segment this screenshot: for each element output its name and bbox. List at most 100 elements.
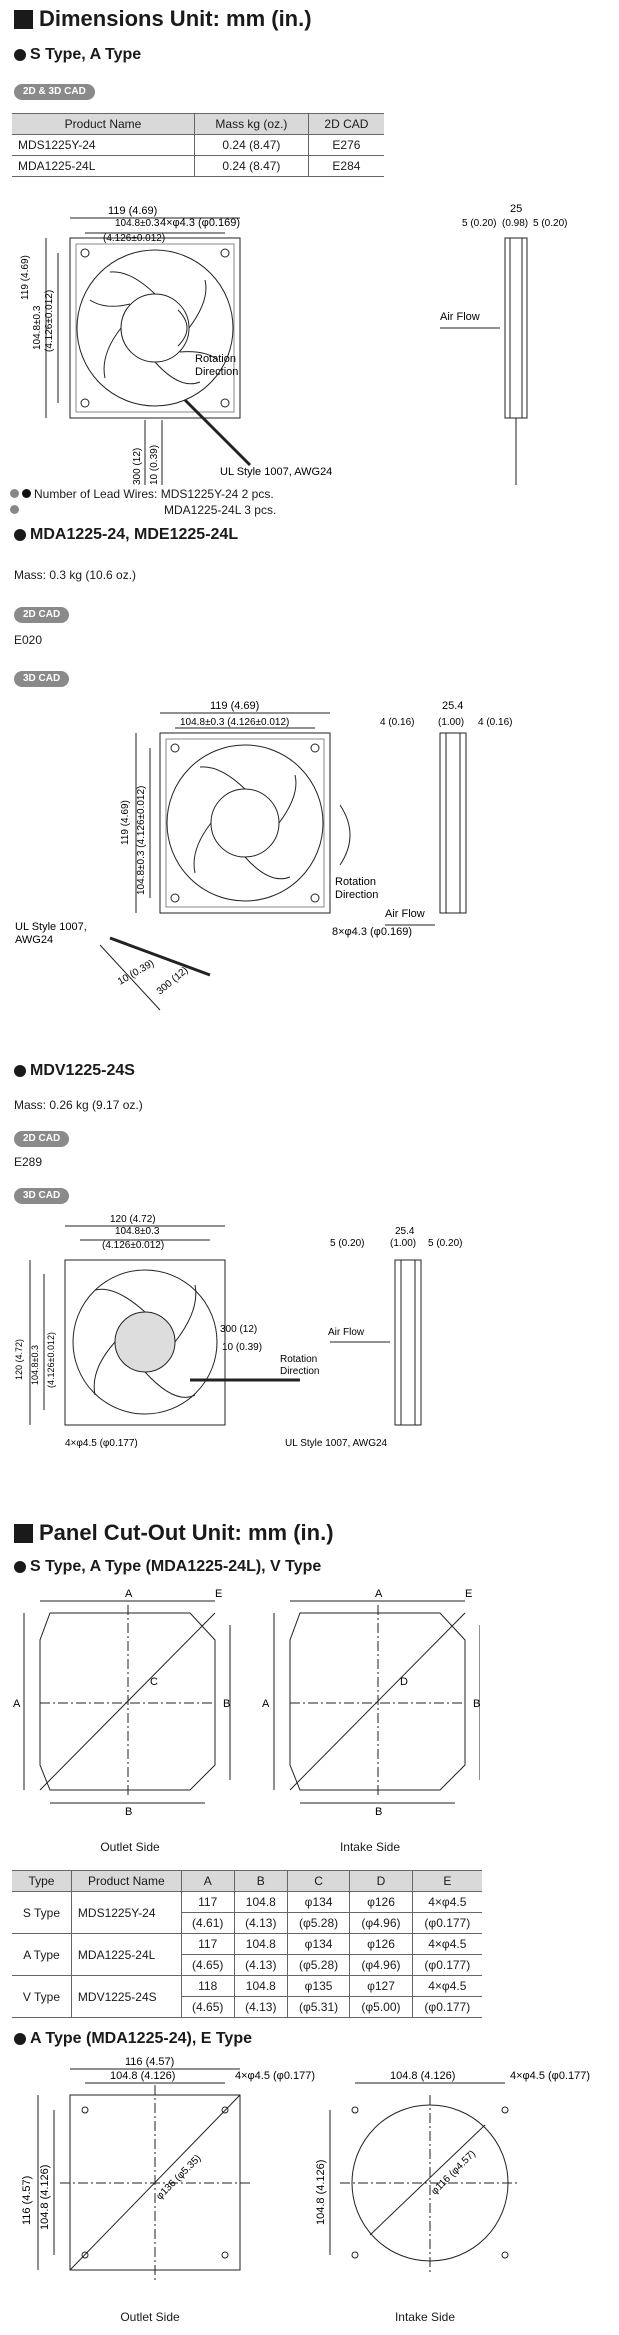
hole-icon [81, 2251, 89, 2259]
fan-frame [64, 1259, 226, 1426]
svg-text:φ136 (φ5.35): φ136 (φ5.35) [154, 2153, 203, 2202]
bullet-icon [14, 1561, 26, 1573]
svg-text:A: A [13, 1698, 21, 1710]
svg-text:4×φ4.5 (φ0.177): 4×φ4.5 (φ0.177) [235, 2070, 315, 2082]
svg-text:119 (4.69): 119 (4.69) [210, 700, 259, 712]
hole-icon [221, 2251, 229, 2259]
svg-text:8×φ4.3 (φ0.169): 8×φ4.3 (φ0.169) [332, 926, 412, 938]
svg-text:4×φ4.5 (φ0.177): 4×φ4.5 (φ0.177) [65, 1438, 138, 1449]
fan-hub [114, 1311, 176, 1373]
mda-subtitle: MDA1225-24, MDE1225-24L [14, 526, 238, 544]
table-row: S Type MDS1225Y-24 117 104.8 φ134 φ126 4… [12, 1891, 482, 1934]
cad-badge[interactable]: 3D CAD [14, 1188, 70, 1204]
svg-text:120 (4.72): 120 (4.72) [110, 1214, 156, 1225]
cad-badge[interactable]: 2D CAD [14, 1131, 70, 1147]
table-header-row: Product Name Mass kg (oz.) 2D CAD [12, 113, 384, 135]
panel-title: Panel Cut-Out Unit: mm (in.) [14, 1520, 334, 1546]
hole-icon [170, 743, 180, 753]
svg-text:104.8±0.3: 104.8±0.3 [30, 1345, 40, 1385]
hole-icon [80, 398, 90, 408]
cad-badge[interactable]: 2D CAD [14, 607, 70, 623]
svg-text:A: A [375, 1588, 383, 1600]
fan-frame [69, 237, 241, 419]
svg-text:D: D [400, 1676, 408, 1688]
svg-text:Direction: Direction [280, 1366, 319, 1377]
svg-text:4 (0.16): 4 (0.16) [478, 717, 512, 728]
table-row: (4.65) (4.13) (φ5.31) (φ5.00) (φ0.177) [12, 1996, 482, 2018]
table-header-row: Type Product Name A B C D E [12, 1870, 482, 1892]
hole-icon [220, 248, 230, 258]
svg-text:4×φ4.5 (φ0.177): 4×φ4.5 (φ0.177) [510, 2070, 590, 2082]
svg-text:104.8±0.3: 104.8±0.3 [115, 1226, 160, 1237]
svg-text:Rotation: Rotation [280, 1354, 317, 1365]
lead-wire [109, 936, 211, 977]
svg-text:(4.126±0.012): (4.126±0.012) [103, 233, 165, 244]
bullet-icon [14, 529, 26, 541]
cad-link[interactable]: E020 [14, 633, 43, 647]
hole-icon [81, 2106, 89, 2114]
bullet-icon [22, 489, 31, 498]
panel-cutout-table: Type Product Name A B C D E S Type MDS12… [12, 1870, 482, 2018]
svg-text:116 (4.57): 116 (4.57) [21, 2176, 33, 2225]
svg-text:(4.126±0.012): (4.126±0.012) [44, 290, 55, 352]
svg-text:104.8 (4.126): 104.8 (4.126) [39, 2165, 51, 2230]
svg-text:104.8±0.3 (4.126±0.012): 104.8±0.3 (4.126±0.012) [136, 786, 147, 895]
svg-text:5 (0.20): 5 (0.20) [330, 1238, 364, 1249]
svg-text:(4.126±0.012): (4.126±0.012) [46, 1332, 56, 1388]
svg-text:AWG24: AWG24 [15, 934, 53, 946]
svg-text:119 (4.69): 119 (4.69) [108, 205, 157, 217]
svg-text:300 (12): 300 (12) [155, 965, 191, 997]
svg-text:A: A [262, 1698, 270, 1710]
panel-cutout-drawing: A E A C B B A E A D B B [13, 1588, 480, 1815]
bullet-icon [10, 489, 19, 498]
svg-text:104.8 (4.126): 104.8 (4.126) [110, 2070, 175, 2082]
svg-text:25: 25 [510, 203, 522, 215]
panel-a-type-drawing: 116 (4.57) 104.8 (4.126) 4×φ4.5 (φ0.177)… [21, 2056, 590, 2280]
svg-text:Direction: Direction [195, 366, 238, 378]
lead-wires-note-2: MDA1225-24L 3 pcs. [10, 503, 276, 517]
table-row: MDA1225-24L 0.24 (8.47) E284 [12, 155, 384, 177]
cad-badge[interactable]: 3D CAD [14, 671, 70, 687]
table-row: A Type MDA1225-24L 117 104.8 φ134 φ126 4… [12, 1933, 482, 1976]
bullet-icon [14, 1065, 26, 1077]
side-view-frame [394, 1259, 422, 1426]
svg-text:119 (4.69): 119 (4.69) [20, 255, 31, 300]
svg-text:116 (4.57): 116 (4.57) [125, 2056, 174, 2068]
lead-wire [183, 398, 252, 467]
svg-text:(1.00): (1.00) [438, 717, 464, 728]
lead-wires-note: Number of Lead Wires: MDS1225Y-24 2 pcs. [10, 487, 274, 501]
svg-text:10 (0.39): 10 (0.39) [222, 1342, 262, 1353]
table-row: MDS1225Y-24 0.24 (8.47) E276 [12, 134, 384, 156]
mdv-mass: Mass: 0.26 kg (9.17 oz.) [14, 1098, 143, 1112]
svg-text:(0.98): (0.98) [502, 218, 528, 229]
svg-text:A: A [125, 1588, 133, 1600]
s-type-subtitle: S Type, A Type [14, 46, 141, 64]
rotation-arrow-icon [177, 309, 188, 347]
outlet-cutout-shape [39, 1612, 216, 1791]
svg-text:UL Style 1007, AWG24: UL Style 1007, AWG24 [285, 1438, 388, 1449]
svg-text:B: B [375, 1806, 382, 1815]
svg-text:10 (0.39): 10 (0.39) [116, 958, 156, 988]
s-type-dimension-drawing: 119 (4.69) 104.8±0.3 (4.126±0.012) 4×φ4.… [20, 203, 567, 485]
fan-ring [76, 249, 234, 407]
bullet-icon [14, 2033, 26, 2045]
svg-text:φ116 (φ4.57): φ116 (φ4.57) [429, 2148, 478, 2197]
side-view-frame [439, 732, 467, 914]
cad-badge[interactable]: 2D & 3D CAD [14, 84, 95, 100]
svg-text:4 (0.16): 4 (0.16) [380, 717, 414, 728]
svg-text:104.8±0.3: 104.8±0.3 [115, 218, 160, 229]
cad-link[interactable]: E289 [14, 1155, 43, 1169]
svg-text:B: B [223, 1698, 230, 1710]
intake-cutout-shape [289, 1612, 466, 1791]
svg-text:Rotation: Rotation [195, 353, 236, 365]
outlet-side-caption: Outlet Side [100, 1840, 160, 1854]
fan-ring [72, 1269, 218, 1415]
outlet-side-caption: Outlet Side [120, 2310, 180, 2324]
section-square-icon [14, 1523, 33, 1543]
svg-text:4×φ4.3 (φ0.169): 4×φ4.3 (φ0.169) [160, 217, 240, 229]
hole-icon [501, 2251, 509, 2259]
intake-side-caption: Intake Side [339, 1840, 401, 1854]
svg-text:Direction: Direction [335, 889, 378, 901]
hole-icon [310, 743, 320, 753]
svg-text:Air Flow: Air Flow [440, 311, 480, 323]
